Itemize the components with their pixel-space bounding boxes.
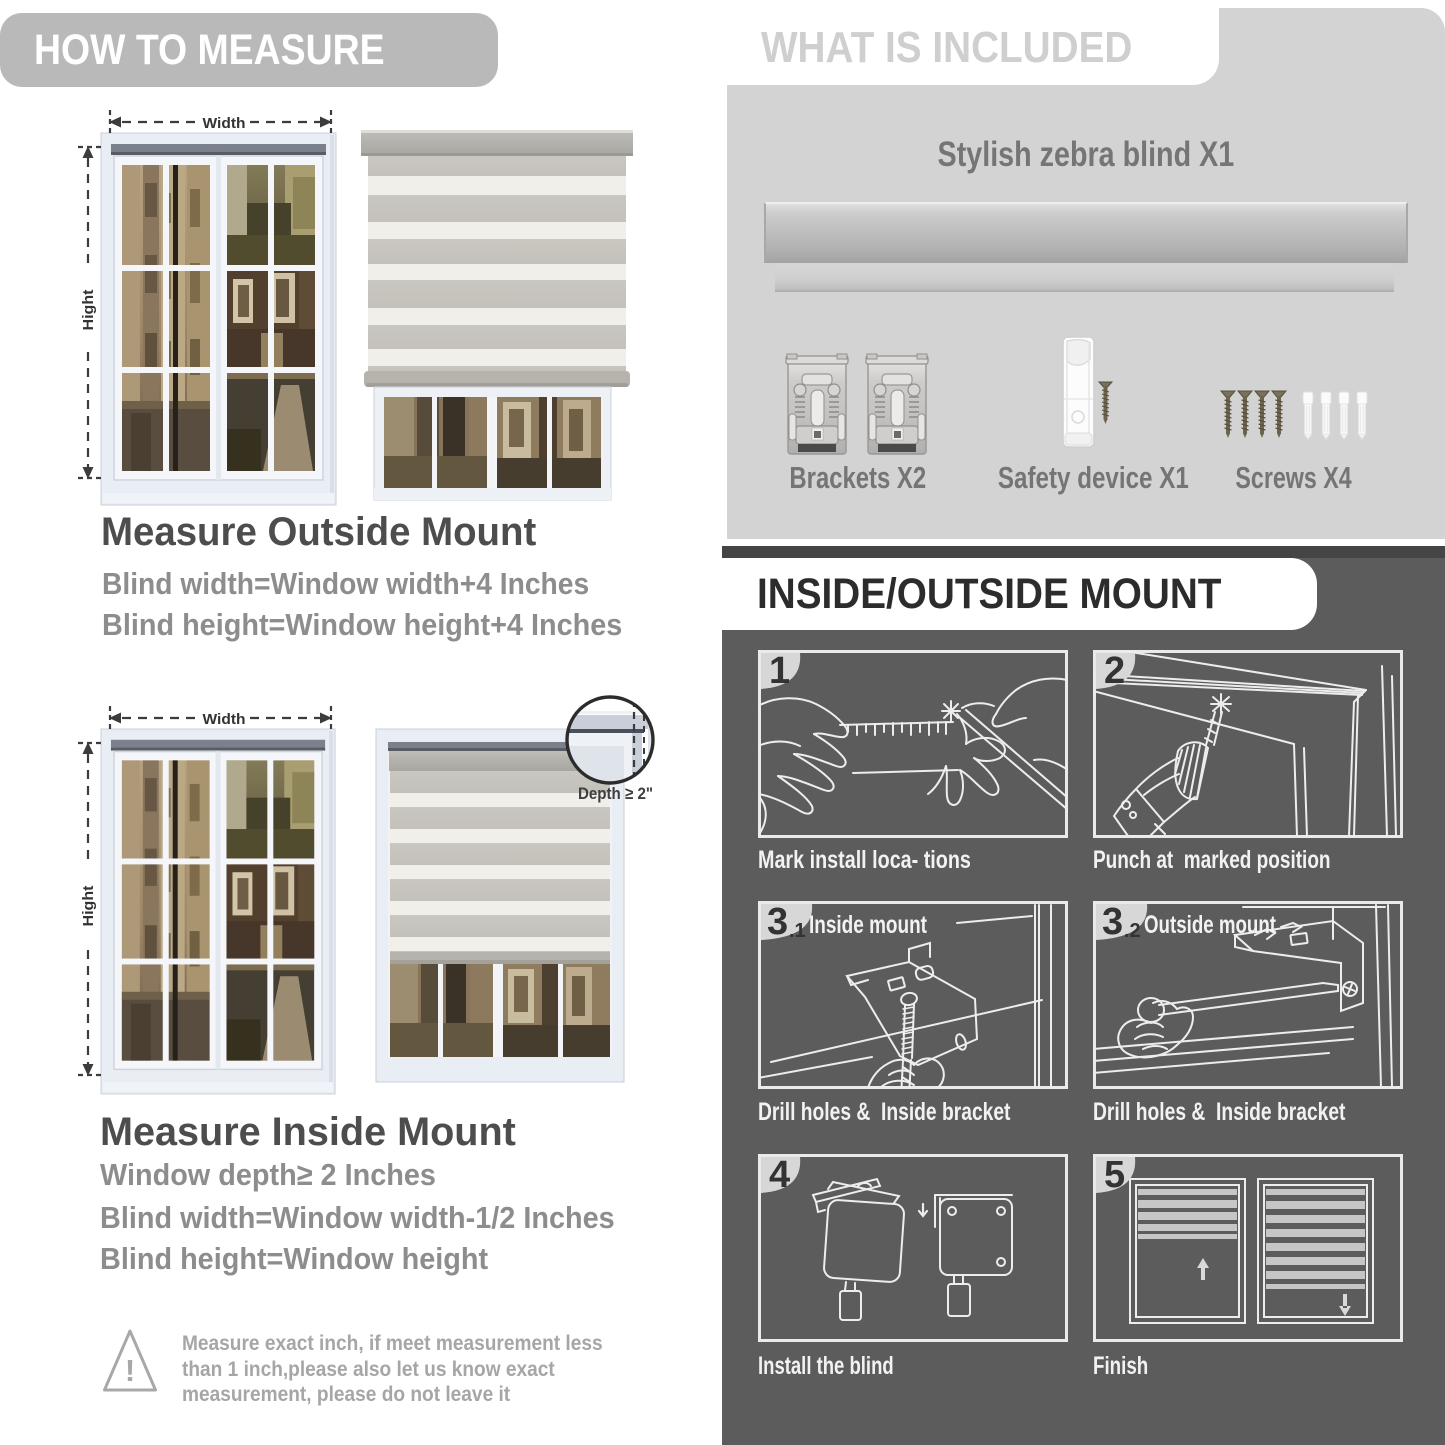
svg-text:Outside mount: Outside mount <box>1144 911 1276 939</box>
svg-text:3: 3 <box>767 901 788 943</box>
svg-text:Hight: Hight <box>80 290 97 331</box>
svg-text:Inside mount: Inside mount <box>809 911 928 939</box>
svg-text:4: 4 <box>769 1154 790 1196</box>
svg-text:Width: Width <box>203 711 246 728</box>
svg-text:Hight: Hight <box>80 886 97 927</box>
svg-text:3: 3 <box>1102 901 1123 943</box>
svg-text:.1: .1 <box>789 920 806 942</box>
svg-text:5: 5 <box>1104 1154 1125 1196</box>
svg-text:1: 1 <box>769 650 790 692</box>
svg-text:Width: Width <box>203 115 246 132</box>
svg-text:Depth ≥ 2": Depth ≥ 2" <box>578 784 653 803</box>
svg-text:2: 2 <box>1104 650 1125 692</box>
svg-text:.2: .2 <box>1124 920 1141 942</box>
svg-text:!: ! <box>125 1353 135 1388</box>
